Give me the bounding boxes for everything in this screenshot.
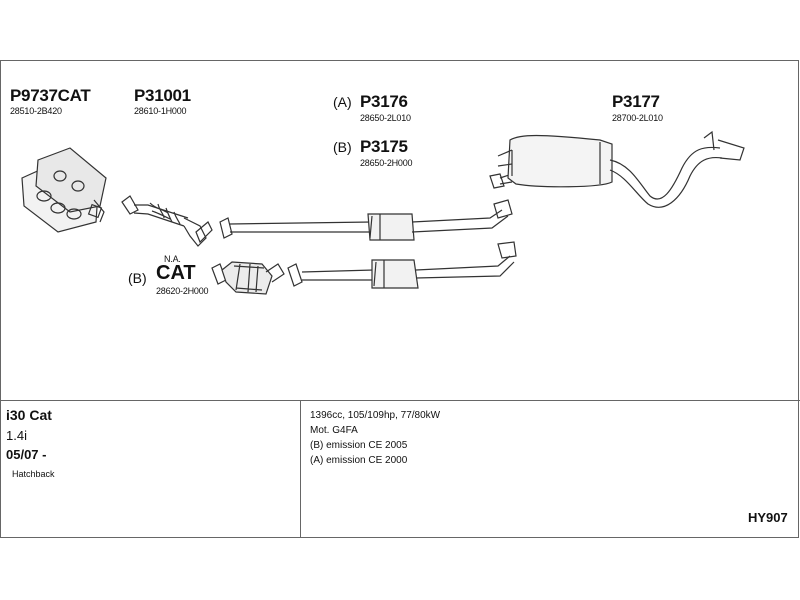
oe-number-manifold: 28510-2B420 xyxy=(10,106,62,116)
spec-line: (A) emission CE 2000 xyxy=(310,455,408,466)
specs-list: 1396cc, 105/109hp, 77/80kW Mot. G4FA (B)… xyxy=(310,408,440,468)
part-number-frontpipe: P31001 xyxy=(134,86,191,105)
exhaust-manifold-drawing xyxy=(21,147,107,233)
diagram-code: HY907 xyxy=(748,510,788,525)
middle-pipe-a-drawing xyxy=(219,199,513,241)
oe-number-rear: 28700-2L010 xyxy=(612,113,663,123)
oe-number-frontpipe: 28610-1H000 xyxy=(134,106,187,116)
info-divider-vertical xyxy=(300,400,301,538)
vehicle-body: Hatchback xyxy=(12,469,55,479)
info-divider-horizontal xyxy=(0,400,800,401)
vehicle-engine: 1.4i xyxy=(6,428,27,443)
oe-number-middle-b: 28650-2H000 xyxy=(360,158,413,168)
catalytic-converter-drawing xyxy=(211,261,285,295)
cat-note: N.A. xyxy=(164,254,181,264)
diagram-frame xyxy=(0,60,799,538)
part-number-middle-a: P3176 xyxy=(360,92,408,111)
prefix-middle-b: (B) xyxy=(333,139,352,155)
oe-number-cat-b: 28620-2H000 xyxy=(156,286,209,296)
prefix-cat-b: (B) xyxy=(128,270,147,286)
part-number-middle-b: P3175 xyxy=(360,137,408,156)
part-number-manifold: P9737CAT xyxy=(10,86,91,105)
vehicle-model: i30 Cat xyxy=(6,407,52,423)
part-number-rear: P3177 xyxy=(612,92,660,111)
vehicle-date: 05/07 - xyxy=(6,447,47,462)
rear-silencer-drawing xyxy=(489,130,745,208)
spec-line: 1396cc, 105/109hp, 77/80kW xyxy=(310,410,441,421)
middle-pipe-b-drawing xyxy=(287,241,517,289)
prefix-middle-a: (A) xyxy=(333,94,352,110)
spec-line: (B) emission CE 2005 xyxy=(310,440,408,451)
spec-line: Mot. G4FA xyxy=(310,425,358,436)
front-pipe-drawing xyxy=(121,195,213,247)
oe-number-middle-a: 28650-2L010 xyxy=(360,113,411,123)
part-number-cat-b: CAT xyxy=(156,262,196,284)
